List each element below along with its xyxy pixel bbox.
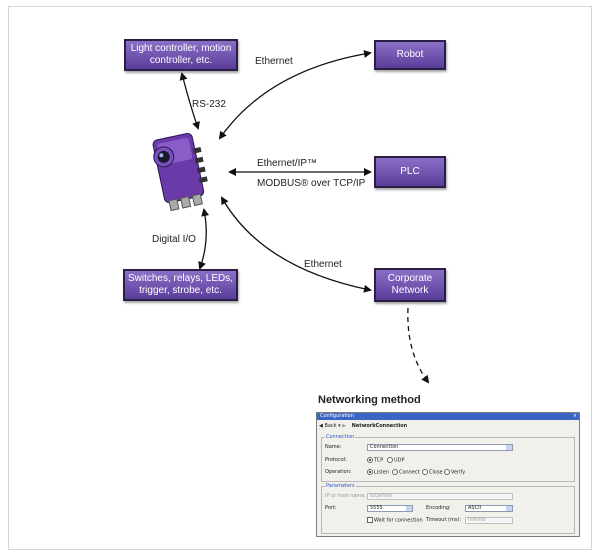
op-connect-radio[interactable]: Connect [392, 469, 420, 476]
ip-label: IP or host name: [325, 493, 367, 499]
timeout-value: Infinite [468, 517, 486, 523]
node-light-controller-label: Light controller, motion controller, etc… [130, 43, 232, 66]
node-corporate-network: Corporate Network [374, 268, 446, 302]
ip-field[interactable]: localhost [367, 493, 513, 500]
node-switches-label: Switches, relays, LEDs, trigger, strobe,… [127, 273, 234, 296]
config-title: Configuration [320, 413, 354, 419]
edge-label-digital-io: Digital I/O [152, 234, 196, 245]
chevron-down-icon[interactable] [506, 445, 512, 450]
op-verify-radio[interactable]: Verify [444, 469, 465, 476]
config-page-name: NetworkConnection [351, 423, 408, 429]
link-networking-dashed [407, 307, 430, 384]
node-robot-label: Robot [396, 49, 424, 60]
configuration-window: Configuration × ◀ Back ▾ ▶ NetworkConnec… [316, 412, 580, 537]
name-label: Name: [325, 444, 342, 450]
link-robot [218, 50, 372, 140]
edge-label-ethernet-robot: Ethernet [255, 56, 293, 67]
back-label: Back [324, 423, 337, 429]
node-plc-label: PLC [400, 166, 420, 177]
edge-label-modbus: MODBUS® over TCP/IP [257, 178, 366, 189]
node-plc: PLC [374, 156, 446, 188]
operation-label: Operation: [325, 469, 352, 475]
edge-label-ethernet-ip: Ethernet/IP™ [257, 158, 318, 169]
name-value: Connection [370, 444, 399, 450]
link-digital-io [198, 208, 210, 270]
config-title-bar: Configuration × [317, 413, 579, 420]
encoding-field[interactable]: ASCII [465, 505, 513, 512]
ip-value: localhost [370, 493, 393, 499]
connection-group-caption: Connection [325, 434, 356, 440]
name-field[interactable]: Connection [367, 444, 513, 451]
networking-method-title: Networking method [318, 394, 421, 406]
op-listen-radio[interactable]: Listen [367, 469, 389, 476]
node-switches: Switches, relays, LEDs, trigger, strobe,… [123, 269, 238, 301]
parameters-group: Parameters IP or host name: localhost Po… [321, 483, 575, 534]
chevron-down-icon[interactable] [506, 506, 512, 511]
port-value: 5555 [370, 505, 383, 511]
timeout-label: Timeout (ms): [426, 517, 462, 523]
edge-label-rs232: RS-232 [192, 99, 226, 110]
op-close-radio[interactable]: Close [422, 469, 443, 476]
link-corporate [221, 196, 372, 293]
parameters-group-caption: Parameters [325, 483, 356, 489]
protocol-label: Protocol: [325, 457, 347, 463]
timeout-field[interactable]: Infinite [465, 517, 513, 524]
wait-checkbox[interactable]: Wait for connection [367, 517, 423, 524]
encoding-label: Encoding: [426, 505, 451, 511]
node-robot: Robot [374, 40, 446, 70]
port-label: Port: [325, 505, 337, 511]
forward-icon[interactable]: ▶ [342, 423, 347, 429]
link-rs232 [179, 72, 200, 130]
protocol-tcp-radio[interactable]: TCP [367, 457, 383, 464]
node-corporate-network-label: Corporate Network [387, 273, 433, 296]
config-nav: ◀ Back ▾ ▶ NetworkConnection [319, 422, 407, 430]
back-button[interactable]: ◀ Back ▾ [319, 423, 341, 429]
encoding-value: ASCII [468, 505, 482, 511]
figure-frame [8, 6, 592, 550]
node-light-controller: Light controller, motion controller, etc… [124, 39, 238, 71]
protocol-udp-radio[interactable]: UDP [387, 457, 405, 464]
chevron-down-icon[interactable] [406, 506, 412, 511]
connection-group: Connection Name: Connection Protocol: TC… [321, 434, 575, 482]
edge-label-ethernet-corporate: Ethernet [304, 259, 342, 270]
close-icon[interactable]: × [572, 413, 577, 419]
port-field[interactable]: 5555 [367, 505, 413, 512]
smart-camera-icon [152, 133, 208, 212]
